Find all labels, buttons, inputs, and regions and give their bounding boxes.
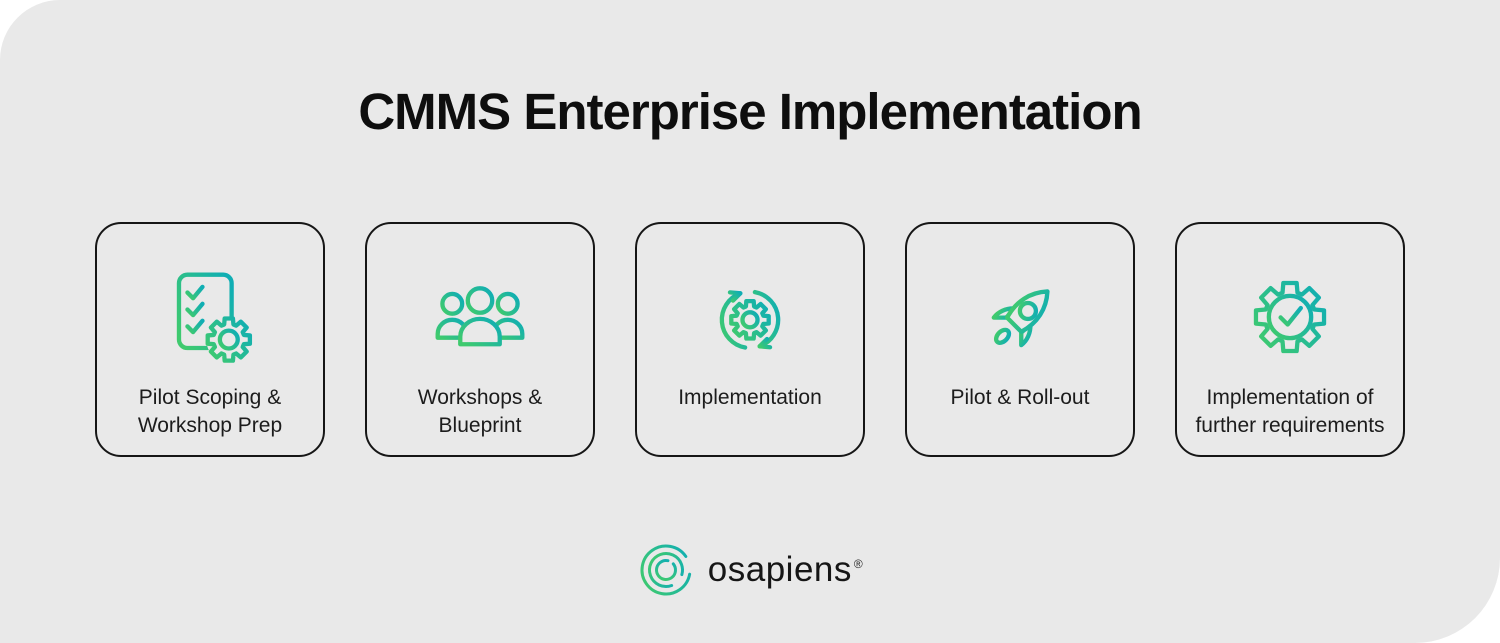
step-label: Implementation of further requirements [1195, 386, 1385, 437]
registered-trademark: ® [853, 557, 864, 571]
step-label: Pilot & Roll-out [950, 386, 1090, 409]
step-card-implementation: Implementation [635, 222, 865, 457]
gear-check-icon [1243, 270, 1337, 364]
brand-footer: osapiens® [0, 541, 1500, 599]
people-group-icon [433, 270, 527, 364]
brand-name: osapiens® [707, 550, 864, 589]
step-label: Implementation [678, 386, 822, 409]
step-card-workshops: Workshops & Blueprint [365, 222, 595, 457]
osapiens-logo-icon [637, 541, 695, 599]
step-card-pilot-rollout: Pilot & Roll-out [905, 222, 1135, 457]
step-label: Workshops & Blueprint [417, 386, 543, 437]
rocket-icon [973, 270, 1067, 364]
step-label: Pilot Scoping & Workshop Prep [137, 386, 283, 437]
steps-row: Pilot Scoping & Workshop Prep Workshops … [95, 222, 1405, 457]
page-title: CMMS Enterprise Implementation [358, 83, 1142, 140]
checklist-gear-icon [163, 270, 257, 364]
step-card-pilot-scoping: Pilot Scoping & Workshop Prep [95, 222, 325, 457]
step-card-further-requirements: Implementation of further requirements [1175, 222, 1405, 457]
process-sync-icon [703, 270, 797, 364]
